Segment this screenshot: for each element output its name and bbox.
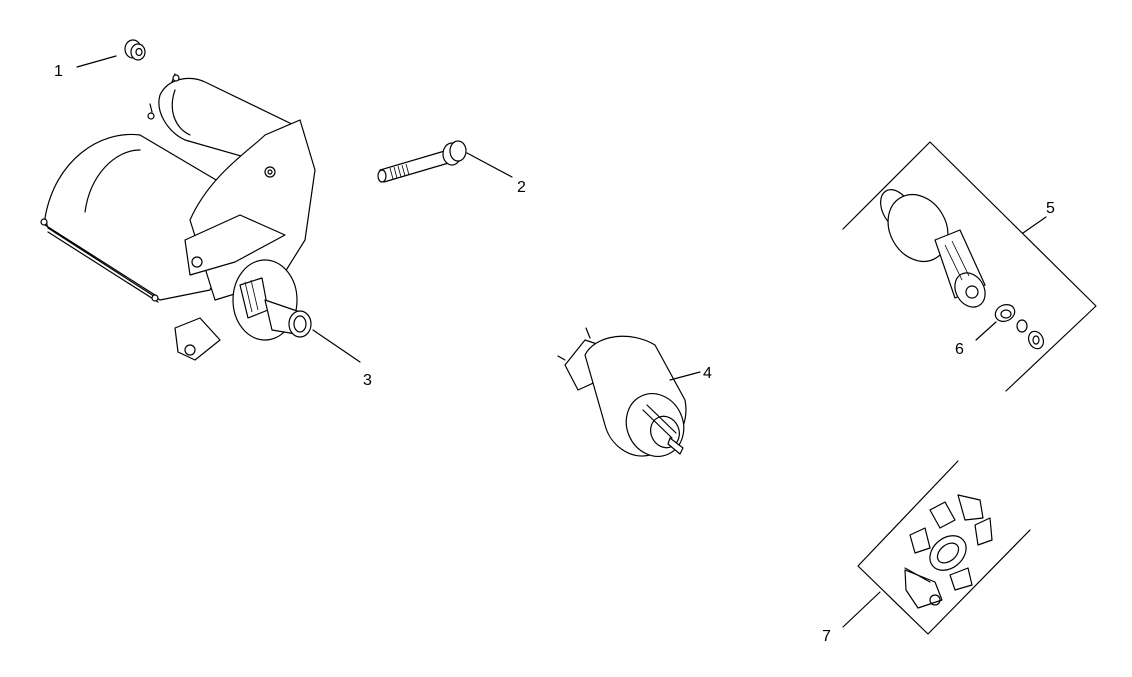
- callout-4: 4: [703, 365, 712, 382]
- callout-3: 3: [363, 372, 372, 389]
- part-5-drive-pinion-icon: [842, 141, 1097, 392]
- part-4-solenoid-icon: [557, 327, 701, 457]
- callout-7: 7: [822, 628, 831, 645]
- callout-6: 6: [955, 341, 964, 358]
- callout-1: 1: [54, 63, 63, 80]
- callout-5: 5: [1046, 200, 1055, 217]
- part-2-bolt-icon: [377, 140, 513, 183]
- callout-2: 2: [517, 179, 526, 196]
- part-3-starter-motor-icon: [40, 73, 361, 363]
- part-1-nut-icon: [76, 39, 146, 68]
- part-7-brush-holder-icon: [842, 460, 1031, 635]
